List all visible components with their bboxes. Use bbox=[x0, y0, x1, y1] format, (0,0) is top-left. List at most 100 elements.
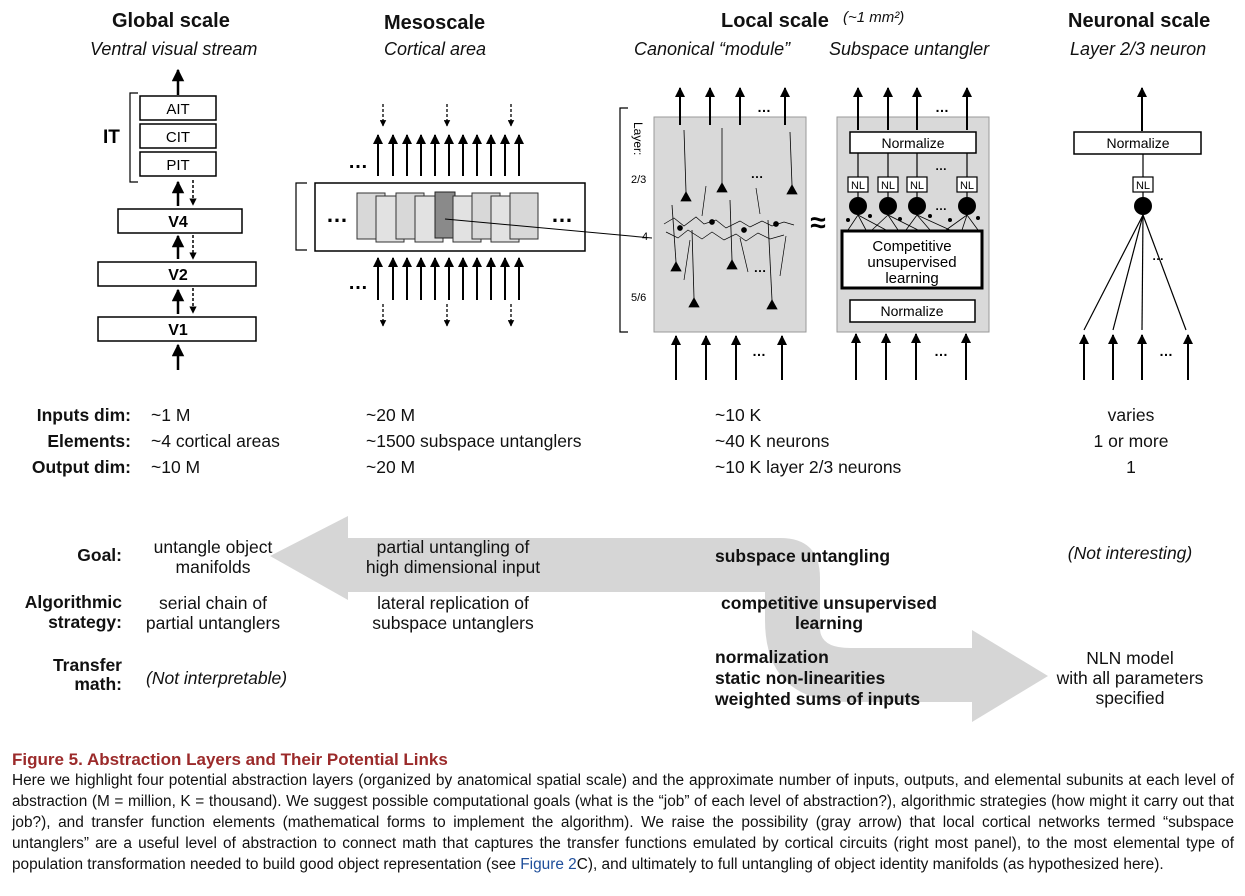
competitive-learning-box bbox=[840, 229, 984, 290]
local-elements: ~40 K neurons bbox=[715, 431, 830, 451]
svg-text:…: … bbox=[1152, 249, 1164, 263]
global-output-dim: ~10 M bbox=[151, 457, 201, 477]
v4-box bbox=[117, 208, 243, 234]
neuronal-inputs-dim: varies bbox=[1107, 405, 1155, 425]
nl-label-1: NL bbox=[851, 180, 865, 192]
output-units bbox=[849, 197, 976, 215]
meso-elements: ~1500 subspace untanglers bbox=[366, 431, 582, 451]
output-dim-label: Output dim: bbox=[31, 457, 131, 477]
competitive-line-2: unsupervised bbox=[867, 254, 956, 271]
ait-box bbox=[139, 95, 217, 121]
local-inputs-dim: ~10 K bbox=[715, 405, 762, 425]
local-goal: subspace untangling bbox=[715, 546, 891, 566]
cit-label: CIT bbox=[166, 129, 190, 146]
canonical-module-panel: Layer: 2/3 4 5/6 … … … … bbox=[619, 87, 807, 380]
svg-text:…: … bbox=[1159, 343, 1173, 359]
local-scale-area-note: (~1 mm²) bbox=[843, 9, 905, 26]
neuron-nl-label: NL bbox=[1136, 180, 1150, 192]
global-inputs-dim: ~1 M bbox=[151, 405, 191, 425]
approx-symbol: ≈ bbox=[810, 207, 825, 238]
svg-text:…: … bbox=[751, 166, 764, 181]
svg-text:…: … bbox=[752, 343, 766, 359]
module-background bbox=[653, 116, 807, 333]
svg-text:…: … bbox=[935, 99, 949, 115]
meso-output-arrows bbox=[373, 134, 524, 176]
local-output-dim: ~10 K layer 2/3 neurons bbox=[715, 457, 902, 477]
nl-label-4: NL bbox=[960, 180, 974, 192]
layer-4-label: 4 bbox=[642, 231, 648, 243]
svg-text:…: … bbox=[754, 260, 767, 275]
neuronal-scale-title: Neuronal scale bbox=[1068, 10, 1211, 32]
layer-5-6-label: 5/6 bbox=[631, 292, 646, 304]
pyramidal-neurons bbox=[670, 128, 798, 310]
subspace-untangler-subtitle: Subspace untangler bbox=[829, 39, 990, 59]
canonical-module-subtitle: Canonical “module” bbox=[634, 39, 791, 59]
normalize-bottom-box bbox=[849, 299, 976, 323]
v1-box bbox=[97, 316, 257, 342]
nl-label-3: NL bbox=[910, 180, 924, 192]
cortical-area-panel: … … … … bbox=[295, 104, 653, 327]
normalize-top-label: Normalize bbox=[881, 135, 944, 151]
ventral-stream-hierarchy: IT AIT CIT PIT V4 V2 V1 bbox=[97, 68, 257, 370]
figure-caption-title: Figure 5. Abstraction Layers and Their P… bbox=[12, 750, 448, 769]
meso-input-arrows bbox=[373, 257, 524, 300]
svg-text:…: … bbox=[348, 151, 368, 173]
ait-label: AIT bbox=[166, 101, 189, 118]
svg-text:…: … bbox=[935, 199, 947, 213]
global-transfer: (Not interpretable) bbox=[146, 668, 288, 688]
subspace-untangler-panel: … … Normalize … NL NL NL NL … bbox=[836, 87, 990, 380]
svg-text:…: … bbox=[348, 272, 368, 294]
mesoscale-subtitle: Cortical area bbox=[384, 39, 487, 59]
neuronal-output-dim: 1 bbox=[1126, 457, 1136, 477]
v2-label: V2 bbox=[168, 267, 188, 284]
goal-label: Goal: bbox=[77, 545, 122, 565]
figure-2-link[interactable]: Figure 2 bbox=[520, 856, 577, 873]
neuronal-scale-subtitle: Layer 2/3 neuron bbox=[1070, 39, 1207, 59]
elements-label: Elements: bbox=[47, 431, 131, 451]
it-label: IT bbox=[103, 127, 120, 148]
cit-box bbox=[139, 123, 217, 149]
pit-label: PIT bbox=[166, 157, 189, 174]
zoom-connector bbox=[444, 218, 653, 239]
layer-2-3-label: 2/3 bbox=[631, 174, 646, 186]
figure-caption-body: Here we highlight four potential abstrac… bbox=[12, 772, 1234, 873]
neuron-normalize-label: Normalize bbox=[1106, 135, 1169, 151]
meso-output-dim: ~20 M bbox=[366, 457, 416, 477]
global-elements: ~4 cortical areas bbox=[151, 431, 280, 451]
neuronal-elements: 1 or more bbox=[1093, 431, 1169, 451]
normalize-bottom-label: Normalize bbox=[880, 303, 943, 319]
gray-link-arrow bbox=[270, 516, 1048, 722]
pit-box bbox=[139, 151, 217, 177]
mesoscale-title: Mesoscale bbox=[384, 12, 486, 34]
svg-text:…: … bbox=[935, 159, 947, 173]
neuron-soma bbox=[1134, 197, 1152, 215]
abstraction-diagram: IT AIT CIT PIT V4 V2 V1 … … bbox=[97, 68, 1202, 380]
normalize-top-box bbox=[849, 131, 977, 154]
local-scale-title: Local scale bbox=[721, 10, 829, 32]
meso-ellipsis-left: … bbox=[326, 202, 348, 227]
meso-ellipsis-right: … bbox=[551, 202, 573, 227]
v2-box bbox=[97, 261, 257, 287]
global-scale-subtitle: Ventral visual stream bbox=[90, 39, 258, 59]
layer-axis-label: Layer: bbox=[631, 122, 645, 155]
neuronal-goal: (Not interesting) bbox=[1067, 543, 1193, 563]
single-neuron-panel: Normalize NL … … bbox=[1073, 87, 1202, 380]
neuron-normalize-box bbox=[1073, 131, 1202, 155]
svg-text:…: … bbox=[934, 343, 948, 359]
v1-label: V1 bbox=[168, 322, 188, 339]
global-scale-title: Global scale bbox=[112, 10, 230, 32]
stellate-cells bbox=[663, 185, 795, 281]
inputs-dim-label: Inputs dim: bbox=[36, 405, 131, 425]
v4-label: V4 bbox=[168, 214, 188, 231]
competitive-line-3: learning bbox=[885, 270, 938, 287]
meso-inputs-dim: ~20 M bbox=[366, 405, 416, 425]
